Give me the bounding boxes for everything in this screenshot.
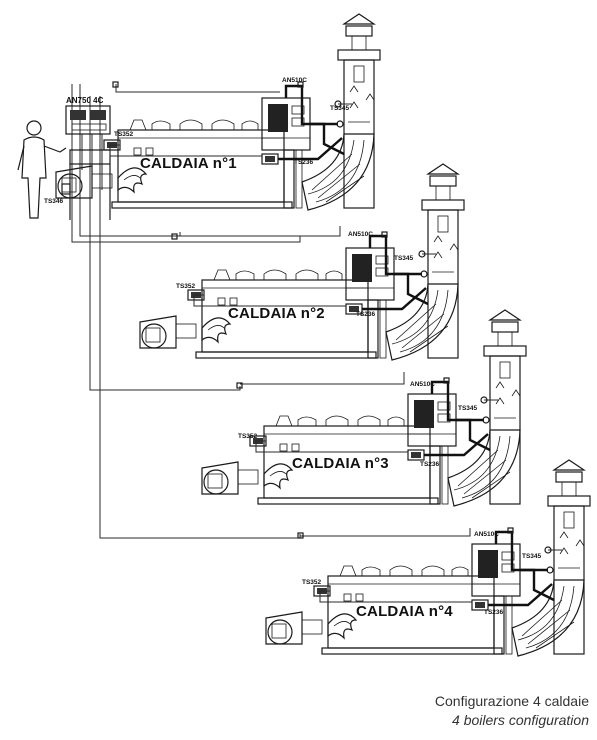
boiler-1-ts345-label: TS345 (330, 105, 350, 112)
boiler-4: CALDAIA n°4 AN510C TS352 TS236 TS345 (264, 458, 592, 658)
controller-label: AN750 4C (66, 96, 104, 105)
caption-english: 4 boilers configuration (452, 712, 589, 728)
bus-to-boiler-4 (300, 528, 471, 537)
bus-junction-4 (297, 532, 304, 539)
boiler-2-an-label: AN510C (348, 231, 373, 238)
boiler-3-ts345-label: TS345 (458, 405, 478, 412)
boiler-3-an-label: AN510C (410, 381, 435, 388)
boiler-2: CALDAIA n°2 AN510C TS352 TS236 TS345 (138, 162, 466, 362)
boiler-1-ts236-label: TS236 (294, 159, 314, 166)
boiler-4-name: CALDAIA n°4 (356, 603, 453, 620)
boiler-1-name: CALDAIA n°1 (140, 155, 237, 172)
boiler-2-ts236-label: TS236 (356, 311, 376, 318)
boiler-3-ts352-label: TS352 (238, 433, 258, 440)
bus-line-1 (71, 84, 301, 243)
bus-junction-1 (112, 81, 119, 88)
boiler-1-ts352-label: TS352 (114, 131, 134, 138)
boiler-3: CALDAIA n°3 AN510C TS352 TS236 TS345 (200, 308, 528, 508)
boiler-2-ts352-label: TS352 (176, 283, 196, 290)
boiler-2-ts345-label: TS345 (394, 255, 414, 262)
boiler-2-name: CALDAIA n°2 (228, 305, 325, 322)
boiler-4-ts236-label: TS236 (484, 609, 504, 616)
boiler-1-an-label: AN510C (282, 77, 307, 84)
bus-to-boiler-2 (172, 226, 341, 237)
boiler-3-ts236-label: TS236 (420, 461, 440, 468)
bus-line-4 (79, 84, 181, 237)
boiler-4-ts352-label: TS352 (302, 579, 322, 586)
boiler-1: CALDAIA n°1 AN510C TS352 TS236 TS345 (54, 12, 382, 212)
operator-sensor-box (61, 183, 71, 195)
boiler-4-an-label: AN510C (474, 531, 499, 538)
bus-junction-2 (171, 233, 178, 240)
boiler-4-ts345-label: TS345 (522, 553, 542, 560)
operator-figure (17, 120, 67, 219)
caption-italian: Configurazione 4 caldaie (434, 693, 589, 709)
bus-to-boiler-1 (115, 84, 280, 93)
bus-to-boiler-3 (240, 372, 405, 385)
master-controller (65, 105, 111, 220)
bus-junction-3 (236, 382, 243, 389)
boiler-3-name: CALDAIA n°3 (292, 455, 389, 472)
operator-sensor-label: TS346 (44, 198, 64, 205)
